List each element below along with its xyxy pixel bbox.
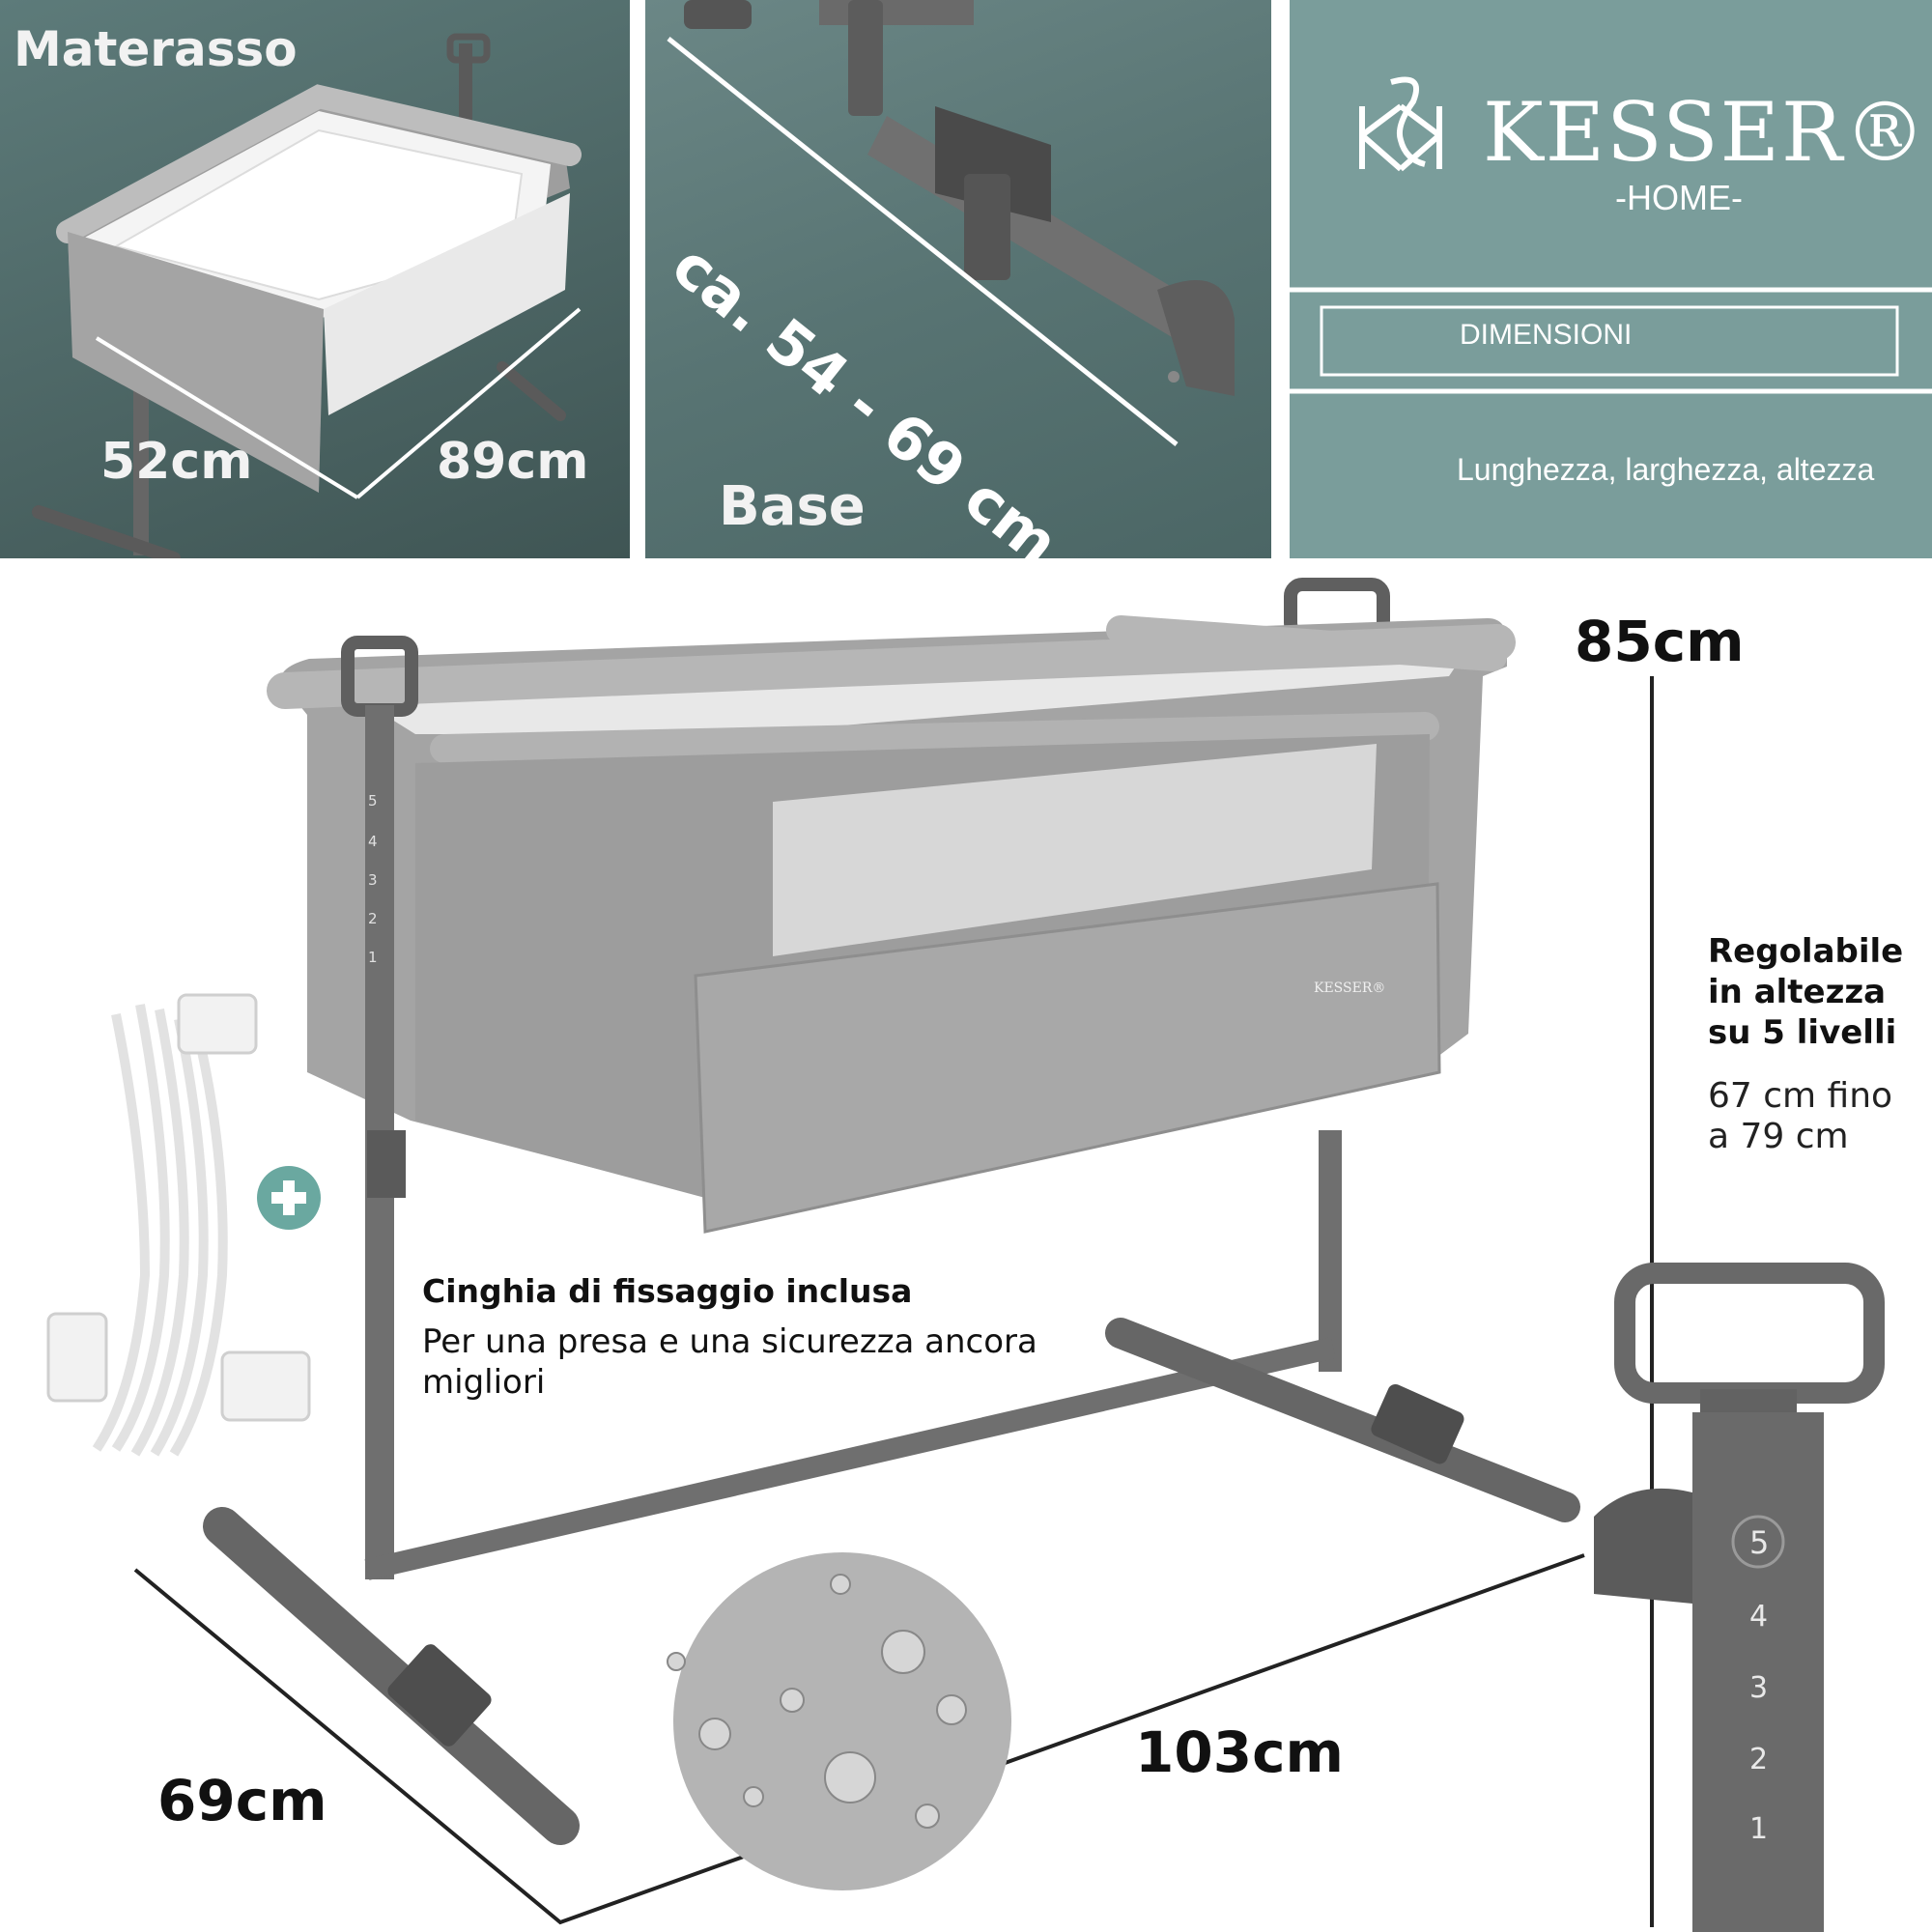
- zoom-level-2: 2: [1749, 1743, 1769, 1776]
- strap-title: Cinghia di fissaggio inclusa: [422, 1272, 913, 1310]
- panel-divider: [630, 0, 645, 558]
- brand-panel: KESSER® -HOME- DIMENSIONI Lunghezza, lar…: [1290, 0, 1932, 558]
- height-adjust-line-1: Regolabile: [1708, 932, 1904, 971]
- strap-desc-line-1: Per una presa e una sicurezza ancora: [422, 1322, 1037, 1361]
- strap-illustration: [92, 1004, 228, 1457]
- pole-level-1: 1: [368, 949, 378, 966]
- strap-info: Cinghia di fissaggio inclusa Per una pre…: [422, 1271, 1037, 1403]
- pole-level-5: 5: [368, 792, 378, 810]
- brand-subtitle: -HOME-: [1615, 178, 1743, 217]
- height-range-line-2: a 79 cm: [1708, 1117, 1849, 1156]
- strap-desc-line-2: migliori: [422, 1363, 546, 1402]
- zoom-level-4: 4: [1749, 1600, 1769, 1634]
- mattress-illustration: [32, 33, 582, 558]
- mattress-title: Materasso: [14, 21, 298, 77]
- crib-logo: KESSER®: [1314, 980, 1386, 996]
- zoom-level-3: 3: [1749, 1671, 1769, 1705]
- zoom-level-5: 5: [1749, 1524, 1770, 1561]
- width-label: 103cm: [1135, 1719, 1344, 1785]
- base-title: Base: [719, 475, 866, 538]
- kesser-monogram-icon: [1359, 76, 1442, 172]
- mattress-width-label: 52cm: [100, 433, 253, 491]
- brand-graphics: [1290, 76, 1932, 394]
- base-illustration: [667, 0, 1235, 446]
- pole-level-4: 4: [368, 833, 378, 850]
- base-panel: ca. 54 - 69 cm Base: [645, 0, 1271, 558]
- section-title: DIMENSIONI: [1460, 319, 1633, 351]
- mattress-panel: Materasso 52cm 89cm: [0, 0, 630, 558]
- height-adjust-line-3: su 5 livelli: [1708, 1013, 1897, 1052]
- zoom-level-1: 1: [1749, 1812, 1769, 1846]
- panel-divider: [1271, 0, 1290, 558]
- pole-level-3: 3: [368, 871, 378, 889]
- height-adjust-info: Regolabile in altezza su 5 livelli 67 cm…: [1708, 931, 1903, 1157]
- depth-label: 69cm: [157, 1768, 327, 1833]
- height-label: 85cm: [1575, 609, 1745, 674]
- section-subtitle: Lunghezza, larghezza, altezza: [1457, 452, 1875, 487]
- height-adjust-line-2: in altezza: [1708, 973, 1887, 1011]
- height-range-line-1: 67 cm fino: [1708, 1076, 1893, 1116]
- plus-icon: [257, 1166, 321, 1230]
- mattress-length-label: 89cm: [437, 433, 589, 491]
- brand-name: KESSER®: [1483, 85, 1928, 180]
- height-adjust-leg-zoom: [1594, 1263, 1885, 1932]
- pole-level-2: 2: [368, 910, 378, 927]
